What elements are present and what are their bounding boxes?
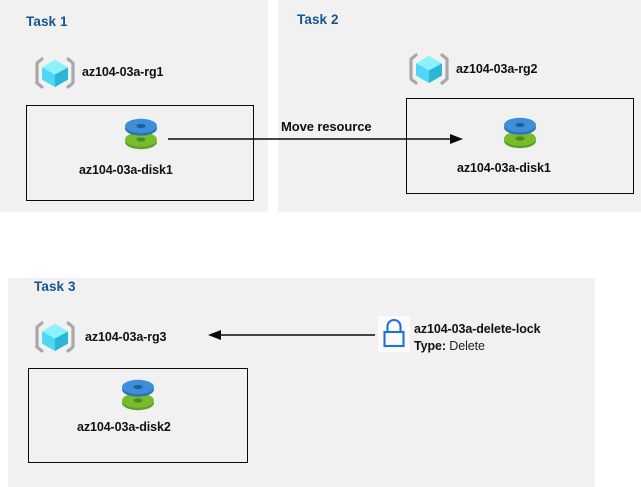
panel-task-2 <box>278 0 641 212</box>
lock-type-key: Type: <box>414 339 446 353</box>
resource-group-label-rg2: az104-03a-rg2 <box>456 62 538 76</box>
connector-move-resource <box>168 134 463 144</box>
panel-title-task-3: Task 3 <box>34 279 76 294</box>
managed-disk-icon <box>122 113 160 153</box>
resource-container-task-2 <box>406 98 634 194</box>
panel-task-1 <box>0 0 268 212</box>
disk-label-disk1-task1: az104-03a-disk1 <box>79 163 173 177</box>
panel-title-task-1: Task 1 <box>26 14 68 29</box>
connector-lock-to-rg3 <box>208 330 375 340</box>
disk-label-disk2-task3: az104-03a-disk2 <box>77 420 171 434</box>
panel-title-task-2: Task 2 <box>297 12 339 27</box>
lock-type-value: Delete <box>449 339 485 353</box>
resource-group-icon <box>33 52 77 94</box>
managed-disk-icon <box>119 374 157 414</box>
resource-group-label-rg1: az104-03a-rg1 <box>82 65 164 79</box>
lock-icon <box>378 316 410 352</box>
resource-group-label-rg3: az104-03a-rg3 <box>85 330 167 344</box>
resource-container-task-3 <box>28 368 248 463</box>
managed-disk-icon <box>501 112 539 152</box>
resource-group-icon <box>407 48 451 90</box>
panel-task-3 <box>8 278 595 487</box>
lock-label: az104-03a-delete-lock <box>414 322 541 336</box>
resource-group-icon <box>33 316 77 358</box>
resource-container-task-1 <box>26 105 254 201</box>
connector-label-move-resource: Move resource <box>281 119 372 134</box>
disk-label-disk1-task2: az104-03a-disk1 <box>457 161 551 175</box>
lock-type-row: Type: Delete <box>414 339 485 353</box>
